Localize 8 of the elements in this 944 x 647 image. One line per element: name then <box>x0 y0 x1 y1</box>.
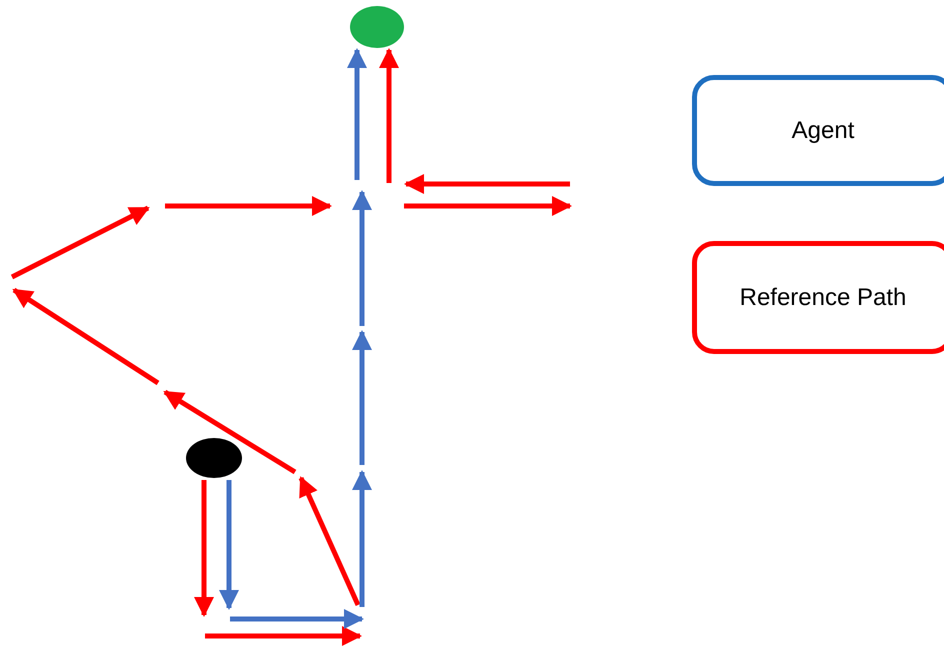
arrow <box>219 480 239 610</box>
legend-label: Reference Path <box>740 284 906 312</box>
legend-label: Agent <box>792 116 854 144</box>
circle-marker <box>186 438 242 478</box>
circle-marker <box>350 6 404 48</box>
arrow <box>347 48 367 180</box>
arrow <box>379 48 399 183</box>
arrow <box>194 480 214 617</box>
